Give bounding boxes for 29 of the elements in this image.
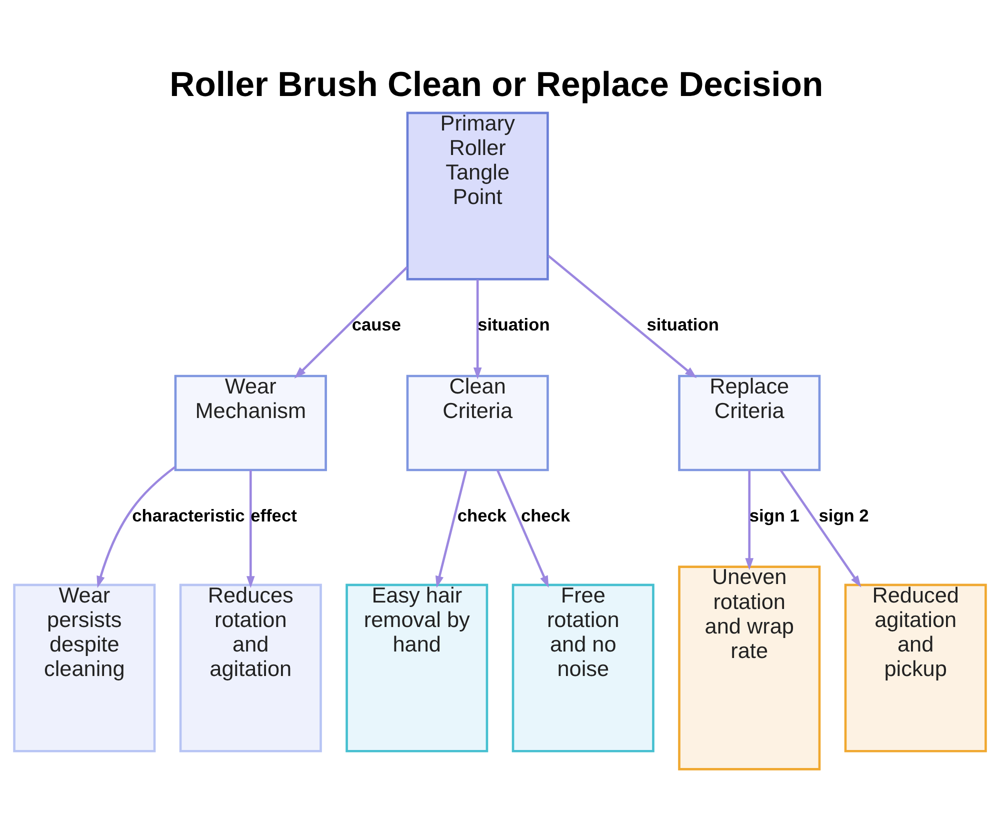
node-box: Free rotation and no noise xyxy=(512,584,654,752)
node-box: Easy hair removal by hand xyxy=(346,584,488,752)
edge-label: sign 1 xyxy=(749,505,800,526)
node-box: Reduced agitation and pickup xyxy=(844,584,987,752)
node-box: Clean Criteria xyxy=(406,374,549,472)
arrow xyxy=(780,469,862,588)
edge-label: characteristic xyxy=(132,505,245,526)
edge-label: effect xyxy=(250,505,297,526)
edge-label: sign 2 xyxy=(818,505,869,526)
node-box: Wear Mechanism xyxy=(174,374,327,472)
arrow xyxy=(435,470,468,588)
arrow xyxy=(246,470,255,588)
edge-label: check xyxy=(457,505,506,526)
edge-label: situation xyxy=(478,314,550,335)
arrow xyxy=(745,470,754,570)
edge-label: cause xyxy=(352,314,401,335)
arrow xyxy=(96,466,176,588)
node-box: Reduces rotation and agitation xyxy=(179,584,322,752)
diagram-title: Roller Brush Clean or Replace Decision xyxy=(170,66,824,104)
node-box: Replace Criteria xyxy=(678,374,821,472)
arrow xyxy=(496,470,549,588)
edge-label: situation xyxy=(646,314,719,335)
arrow xyxy=(294,266,408,378)
arrow xyxy=(473,280,482,380)
node-box: Uneven rotation and wrap rate xyxy=(678,566,821,770)
node-box: Wear persists despite cleaning xyxy=(13,584,156,752)
edge-label: check xyxy=(520,505,570,526)
node-box: Primary Roller Tangle Point xyxy=(406,112,549,280)
arrow xyxy=(548,254,697,378)
